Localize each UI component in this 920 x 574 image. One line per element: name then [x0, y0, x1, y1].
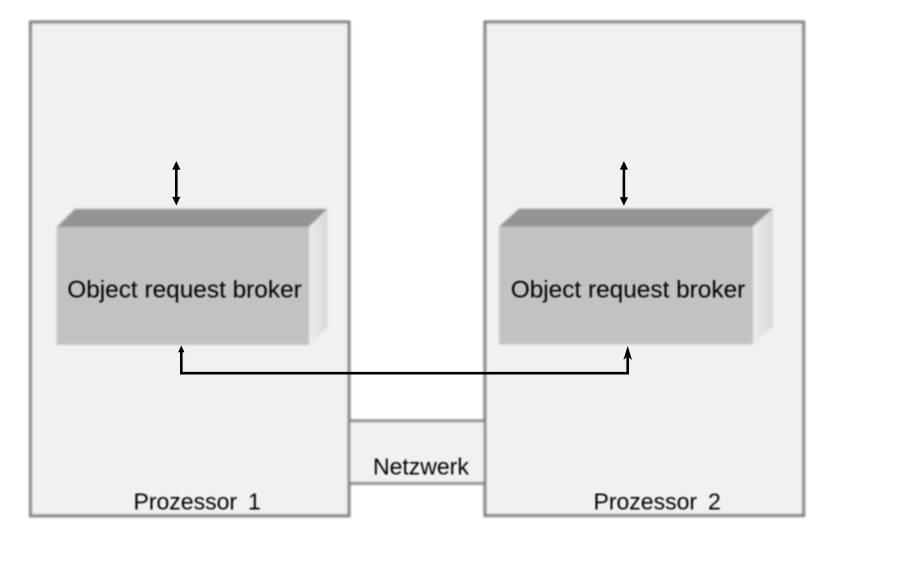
svg-text:Object request broker: Object request broker	[511, 277, 746, 304]
svg-text:Object request broker: Object request broker	[67, 277, 302, 304]
svg-text:Prozessor: Prozessor	[594, 489, 698, 515]
svg-text:2: 2	[708, 489, 721, 515]
svg-text:Netzwerk: Netzwerk	[373, 453, 469, 479]
svg-text:Prozessor: Prozessor	[134, 489, 238, 515]
svg-text:1: 1	[248, 489, 261, 515]
